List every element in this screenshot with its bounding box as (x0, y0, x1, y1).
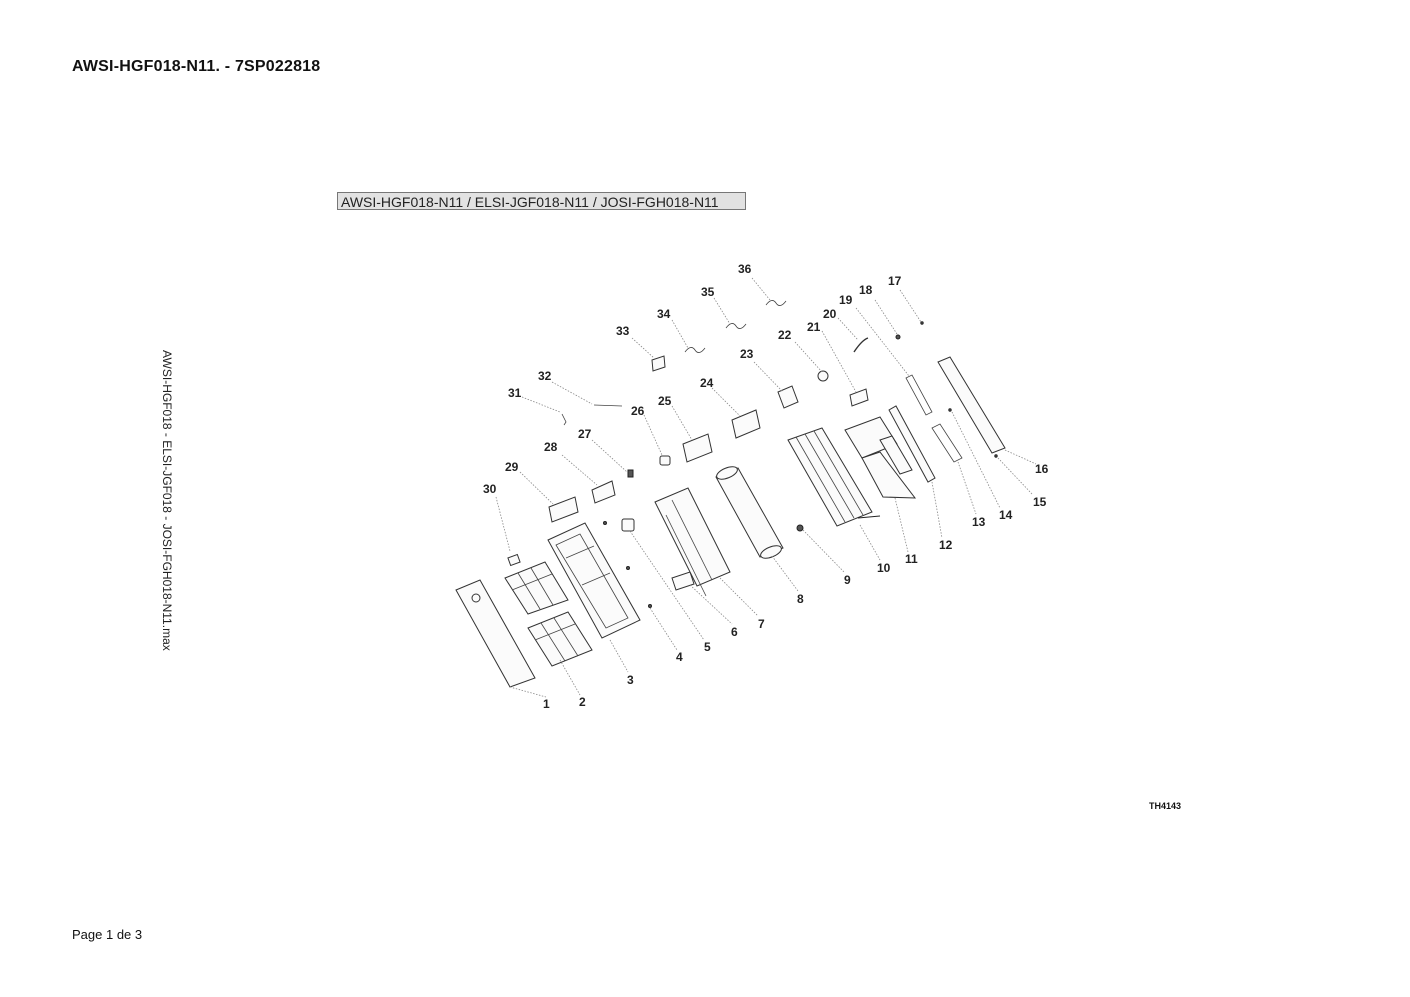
callout-27: 27 (578, 427, 592, 441)
callout-23: 23 (740, 347, 754, 361)
callout-numbers: 1 2 3 4 5 6 7 8 9 10 11 12 13 14 15 16 1… (483, 262, 1049, 711)
callout-10: 10 (877, 561, 891, 575)
callout-26: 26 (631, 404, 645, 418)
part-3-front-cover (547, 522, 641, 639)
part-23-fan-motor (777, 385, 799, 409)
part-small-clip (603, 521, 607, 525)
part-6-connector (671, 571, 695, 591)
callout-6: 6 (731, 625, 738, 639)
part-17-screw (920, 321, 924, 325)
part-34-cable (684, 347, 706, 353)
part-33-receiver (651, 355, 666, 372)
part-5-bearing (621, 518, 635, 532)
callout-7: 7 (758, 617, 765, 631)
callout-1: 1 (543, 697, 550, 711)
callout-15: 15 (1033, 495, 1047, 509)
part-31-clip (561, 413, 567, 426)
part-35-cable (725, 323, 747, 329)
page-footer: Page 1 de 3 (72, 927, 143, 942)
part-26-motor-holder (659, 455, 671, 466)
drawing-code: TH4143 (1149, 801, 1182, 811)
part-1-front-panel (455, 579, 536, 688)
part-21-bracket (849, 388, 869, 407)
part-19-bar (905, 374, 933, 416)
callout-11: 11 (905, 552, 918, 566)
callout-22: 22 (778, 328, 792, 342)
part-29-bracket (548, 496, 579, 523)
part-28-bracket (591, 480, 616, 504)
part-36-cable (765, 300, 787, 306)
callout-17: 17 (888, 274, 902, 288)
callout-36: 36 (738, 262, 752, 276)
callout-3: 3 (627, 673, 634, 687)
part-2-air-filters (504, 561, 593, 667)
callout-28: 28 (544, 440, 558, 454)
side-caption: AWSI-HGF018 - ELSI-JGF018 - JOSI-FGH018-… (160, 350, 174, 651)
part-18-screw (895, 334, 901, 340)
part-7-drain-pan (654, 487, 731, 597)
part-9-bearing (796, 524, 804, 532)
part-27-sensor (627, 469, 634, 478)
part-30-display-cover (507, 553, 521, 567)
document-title: AWSI-HGF018-N11. - 7SP022818 (72, 58, 321, 75)
part-8-cross-flow-fan (715, 466, 784, 559)
callout-34: 34 (657, 307, 671, 321)
callout-8: 8 (797, 592, 804, 606)
callout-30: 30 (483, 482, 497, 496)
part-15-screw (994, 454, 998, 458)
callout-33: 33 (616, 324, 630, 338)
callout-16: 16 (1035, 462, 1049, 476)
callout-9: 9 (844, 573, 851, 587)
parts-illustration (455, 300, 1006, 688)
part-10-evaporator (787, 427, 881, 527)
callout-4: 4 (676, 650, 683, 664)
leader-lines (495, 277, 1037, 698)
part-22-thermistor (817, 370, 829, 382)
part-25-pcb (682, 433, 713, 463)
part-12-louver (888, 405, 936, 483)
part-13-vane (931, 423, 963, 463)
callout-31: 31 (508, 386, 522, 400)
callout-14: 14 (999, 508, 1013, 522)
part-4-screw (648, 604, 652, 608)
callout-12: 12 (939, 538, 953, 552)
callout-13: 13 (972, 515, 986, 529)
callout-21: 21 (807, 320, 821, 334)
callout-32: 32 (538, 369, 552, 383)
callout-18: 18 (859, 283, 873, 297)
callout-5: 5 (704, 640, 711, 654)
part-20-pipe (853, 337, 869, 353)
part-16-flap (937, 356, 1006, 454)
part-32-wire (593, 404, 623, 407)
callout-20: 20 (823, 307, 837, 321)
callout-25: 25 (658, 394, 672, 408)
part-14-screw (948, 408, 952, 412)
callout-35: 35 (701, 285, 715, 299)
part-24-control-box (731, 409, 761, 439)
callout-19: 19 (839, 293, 853, 307)
part-11-chassis (844, 416, 917, 499)
part-small-screw (626, 566, 630, 570)
part-1-hole (471, 593, 481, 603)
model-banner: AWSI-HGF018-N11 / ELSI-JGF018-N11 / JOSI… (337, 192, 746, 210)
callout-29: 29 (505, 460, 519, 474)
callout-24: 24 (700, 376, 714, 390)
callout-2: 2 (579, 695, 586, 709)
